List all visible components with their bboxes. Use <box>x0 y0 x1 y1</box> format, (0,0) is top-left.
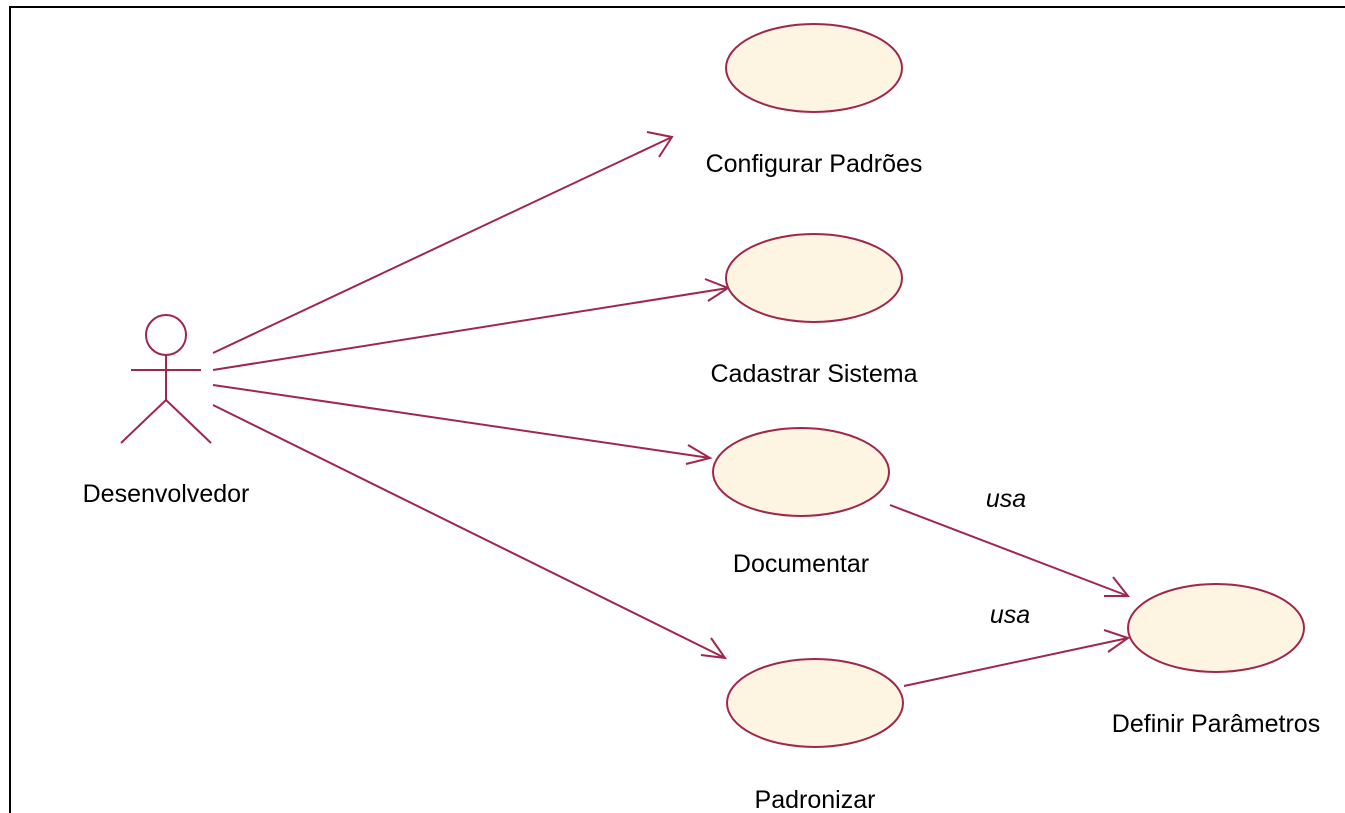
usecase-definir-parametros-label: Definir Parâmetros <box>1112 710 1320 738</box>
dependency-documentar-label: usa <box>986 485 1026 513</box>
association-documentar[interactable] <box>212 384 713 465</box>
dependency-padronizar-definir[interactable] <box>903 629 1131 687</box>
actor-head-icon <box>145 314 187 356</box>
actor-label: Desenvolvedor <box>83 480 250 508</box>
usecase-cadastrar-sistema[interactable] <box>725 233 903 323</box>
usecase-configurar-padroes-label: Configurar Padrões <box>706 150 923 178</box>
usecase-padronizar[interactable] <box>726 658 904 748</box>
actor-desenvolvedor[interactable] <box>120 314 212 444</box>
usecase-definir-parametros[interactable] <box>1127 583 1305 673</box>
association-cadastrar[interactable] <box>212 278 731 371</box>
association-configurar[interactable] <box>212 131 674 354</box>
diagram-frame <box>9 6 1345 813</box>
association-padronizar[interactable] <box>212 404 728 660</box>
usecase-documentar[interactable] <box>712 427 890 517</box>
usecase-padronizar-label: Padronizar <box>755 786 876 813</box>
dependency-padronizar-label: usa <box>990 601 1030 629</box>
usecase-configurar-padroes[interactable] <box>725 23 903 113</box>
usecase-documentar-label: Documentar <box>733 550 869 578</box>
usecase-cadastrar-sistema-label: Cadastrar Sistema <box>710 360 917 388</box>
dependency-documentar-definir[interactable] <box>889 504 1131 597</box>
